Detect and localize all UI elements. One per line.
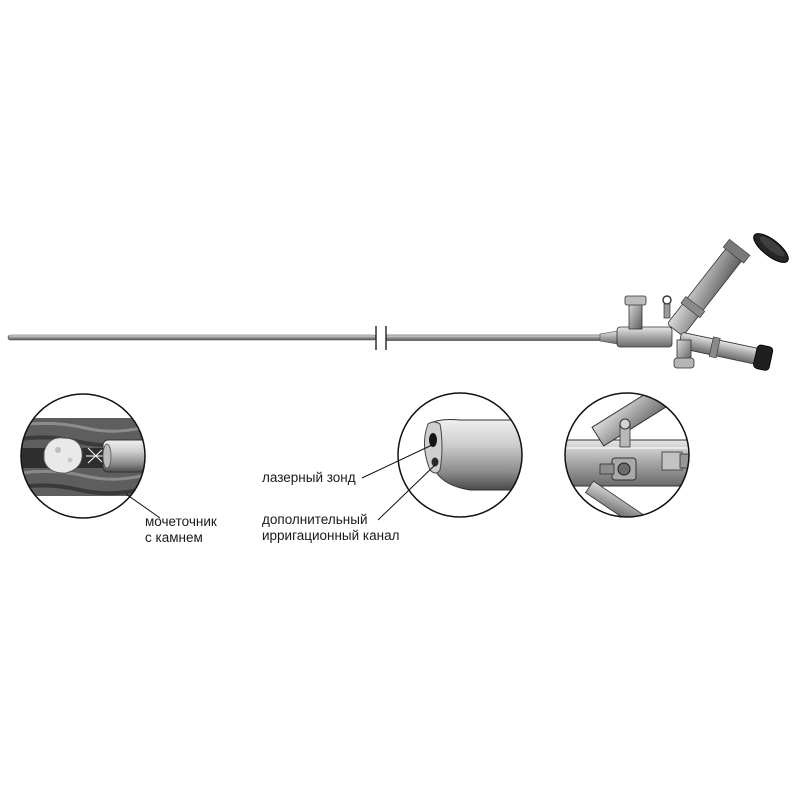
stopcock-ring (662, 295, 672, 305)
lower-port-cap (673, 357, 695, 369)
stone-icon (43, 437, 83, 474)
callout-laser-probe: лазерный зонд (262, 470, 356, 486)
callout-ureter-stone-line1: мочеточник (145, 514, 217, 529)
leader-line-stone (125, 493, 161, 519)
callout-laser-probe-line1: лазерный зонд (262, 470, 356, 485)
eyepiece-neck (722, 238, 751, 264)
leader-line-laser (361, 444, 433, 479)
upper-port-cap (624, 295, 647, 306)
telescope-tube (667, 247, 743, 336)
upper-port (628, 301, 643, 330)
callout-irrigation-channel: дополнительный ирригационный канал (262, 512, 399, 544)
shaft-left (7, 334, 377, 341)
ureteroscope (7, 233, 789, 371)
laser-spark-icon (86, 447, 104, 464)
side-arm-knob (753, 344, 774, 371)
telescope-ring (680, 296, 706, 319)
detail-ureter-stone (20, 393, 146, 519)
callout-irrigation-channel-line2: ирригационный канал (262, 528, 400, 543)
eyepiece-rim (760, 236, 785, 257)
callout-ureter-stone-line2: с камнем (145, 530, 203, 545)
stopcock-stem (663, 303, 671, 319)
irrigation-channel-icon (431, 457, 439, 467)
instrument-body (616, 326, 673, 348)
shaft-taper (599, 330, 619, 345)
detail-scope-tip (397, 392, 523, 518)
detail-body-ports (564, 392, 690, 518)
leader-line-irrigation (377, 464, 436, 521)
callout-irrigation-channel-line1: дополнительный (262, 512, 368, 527)
callout-ureter-stone: мочеточник с камнем (145, 514, 217, 546)
shaft-right (385, 334, 603, 341)
stopcock-closeup-icon (619, 418, 631, 430)
laser-channel-icon (429, 433, 437, 447)
tube-closeup (591, 393, 689, 447)
side-arm-ring (708, 336, 721, 359)
